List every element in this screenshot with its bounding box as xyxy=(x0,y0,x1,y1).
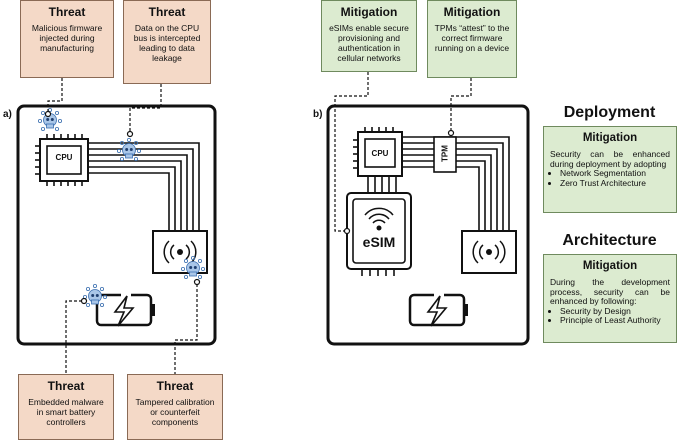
mitigation-heading: Mitigation xyxy=(582,260,638,272)
threat-text: Malicious firmware injected during manuf… xyxy=(31,23,103,53)
panel-label-b: b) xyxy=(313,109,323,120)
bullet-item: Zero Trust Architecture xyxy=(560,178,676,189)
mitigation-text: eSIMs enable secure provisioning and aut… xyxy=(329,23,409,63)
deployment-mitigation-box: Mitigation Security can be enhanced duri… xyxy=(543,126,677,213)
esim-label: eSIM xyxy=(362,234,396,250)
mitigation-box-esim: Mitigation eSIMs enable secure provision… xyxy=(321,0,417,72)
threat-heading: Threat xyxy=(156,379,194,393)
battery-b xyxy=(408,293,468,327)
threat-text: Embedded malware in smart battery contro… xyxy=(28,397,104,427)
bullet-item: Security by Design xyxy=(560,306,676,317)
architecture-bullets: Security by Design Principle of Least Au… xyxy=(544,306,676,326)
bullet-item: Network Segmentation xyxy=(560,169,676,179)
threat-text: Data on the CPU bus is intercepted leadi… xyxy=(133,23,201,63)
radio-module-b xyxy=(461,230,517,274)
deployment-text: Security can be enhanced during deployme… xyxy=(550,149,670,169)
data-bus-a xyxy=(88,142,200,231)
architecture-mitigation-box: Mitigation During the development proces… xyxy=(543,254,677,343)
tpm-label: TPM xyxy=(440,145,450,162)
tpm-chip xyxy=(433,136,457,173)
bullet-item: Principle of Least Authority xyxy=(560,316,676,326)
architecture-text: During the development process, security… xyxy=(550,277,670,307)
panel-label-a: a) xyxy=(3,109,12,120)
architecture-title: Architecture xyxy=(562,232,657,249)
threat-heading: Threat xyxy=(47,379,85,393)
mitigation-text: TPMs “attest” to the correct firmware ru… xyxy=(434,23,510,53)
mitigation-heading: Mitigation xyxy=(340,5,398,19)
threat-box-battery: Threat Embedded malware in smart battery… xyxy=(18,374,114,440)
threat-heading: Threat xyxy=(48,5,86,19)
threat-box-firmware: Threat Malicious firmware injected durin… xyxy=(20,0,114,78)
cpu-label-a: CPU xyxy=(55,153,73,162)
battery-a xyxy=(95,293,155,327)
deployment-bullets: Network Segmentation Zero Trust Architec… xyxy=(544,169,676,188)
mitigation-box-tpm: Mitigation TPMs “attest” to the correct … xyxy=(427,0,517,78)
mitigation-heading: Mitigation xyxy=(443,5,501,19)
deployment-title: Deployment xyxy=(563,104,656,121)
threat-box-bus: Threat Data on the CPU bus is intercepte… xyxy=(123,0,211,84)
mitigation-heading: Mitigation xyxy=(582,132,638,144)
threat-heading: Threat xyxy=(148,5,186,19)
cpu-chip-b xyxy=(353,127,403,177)
esim-module xyxy=(346,192,412,276)
cpu-chip-a xyxy=(35,134,89,186)
threat-text: Tampered calibration or counterfeit comp… xyxy=(135,397,215,427)
cpu-label-b: CPU xyxy=(371,149,389,158)
threat-box-calibration: Threat Tampered calibration or counterfe… xyxy=(127,374,223,440)
